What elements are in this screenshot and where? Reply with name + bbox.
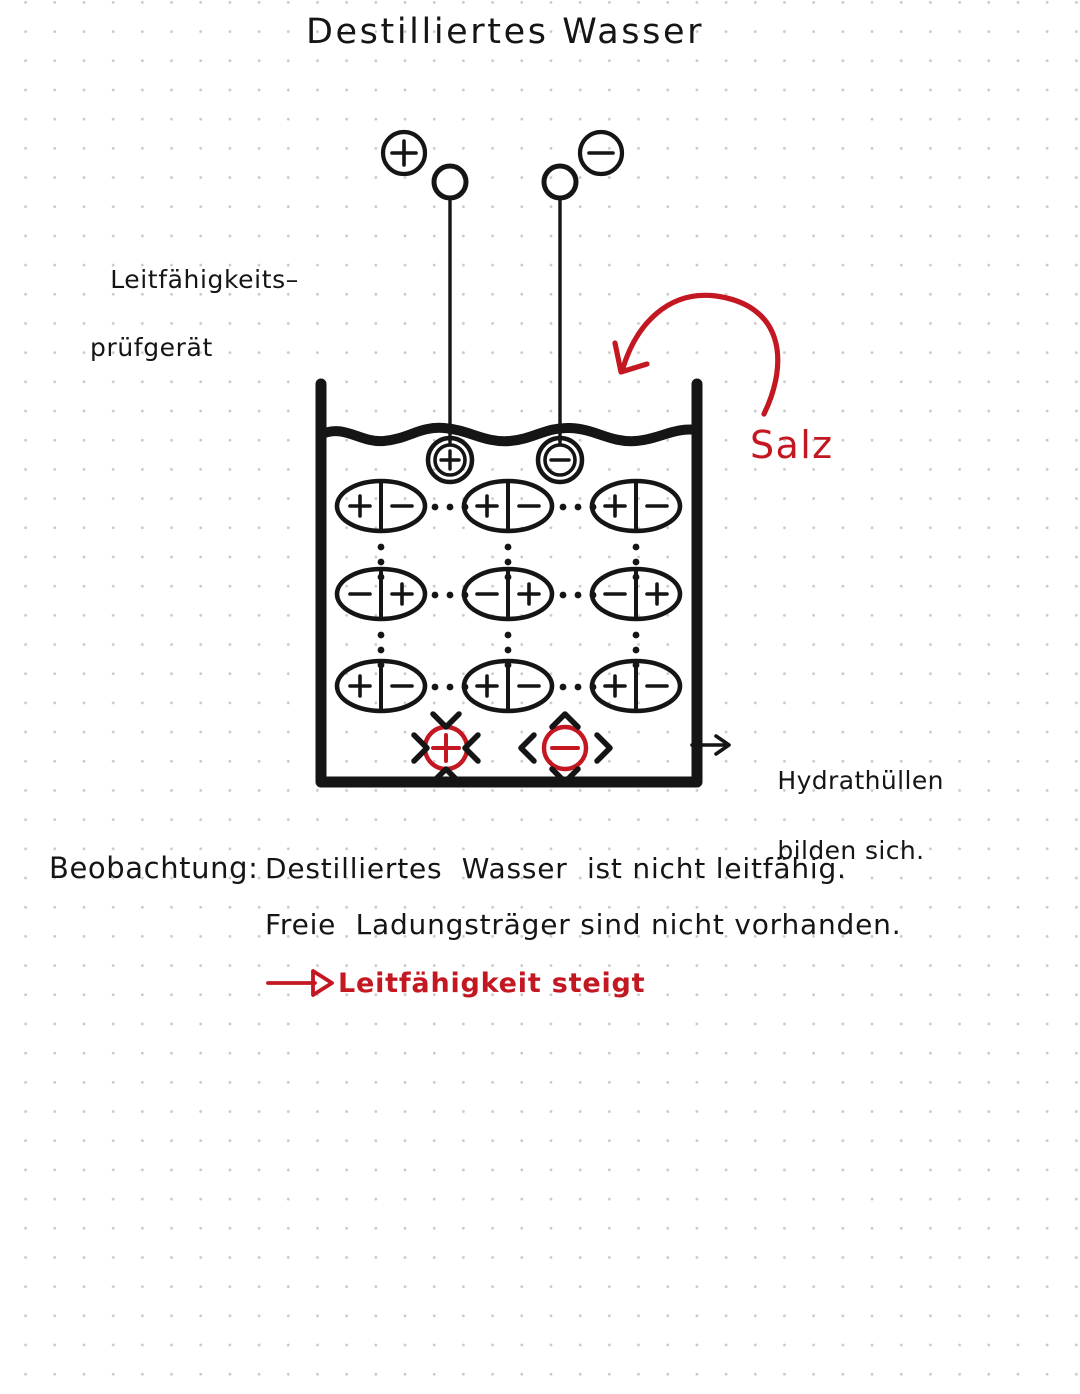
electrode-positive[interactable]	[425, 163, 475, 485]
salt-label: Salz	[750, 423, 834, 467]
ion-pair	[461, 658, 555, 714]
lattice-bond-dots	[431, 591, 597, 599]
ion-pair	[334, 478, 428, 534]
hydrated-cation	[411, 711, 481, 785]
hydration-label-line2: bilden sich.	[777, 836, 925, 865]
observation-heading: Beobachtung:	[49, 851, 259, 885]
lattice-bond-dots-vertical	[377, 631, 640, 669]
conclusion-arrow	[266, 969, 334, 997]
lattice-bond-dots	[431, 503, 597, 511]
ion-pair	[589, 658, 683, 714]
tester-label-line2: prüfgerät	[90, 333, 213, 362]
conclusion-text: Leitfähigkeit steigt	[338, 968, 646, 999]
conductivity-tester-label: Leitfähigkeits– prüfgerät	[76, 229, 299, 433]
tester-label-line1: Leitfähigkeits–	[110, 265, 299, 294]
hydration-arrowheads-outward	[518, 711, 613, 785]
hydrated-anion	[518, 711, 613, 785]
hydration-shell-label: Hydrathüllen bilden sich.	[744, 728, 944, 903]
electrode-negative[interactable]	[535, 163, 585, 485]
beaker	[315, 378, 703, 788]
ion-pair	[334, 658, 428, 714]
observation-line-2: Freie Ladungsträger sind nicht vorhanden…	[265, 908, 902, 941]
lattice-bond-dots-vertical	[377, 543, 640, 581]
hydration-label-line1: Hydrathüllen	[777, 766, 944, 795]
terminal-positive-symbol	[380, 129, 428, 177]
ion-pair	[461, 566, 555, 622]
lattice-row-1	[334, 478, 683, 534]
ion-pair	[589, 478, 683, 534]
lattice-row-2	[334, 566, 683, 622]
page-title: Destilliertes Wasser	[306, 12, 705, 52]
water-surface-line	[317, 422, 702, 447]
ion-pair	[334, 566, 428, 622]
hydration-pointer-arrow	[690, 734, 731, 756]
observation-line-1: Destilliertes Wasser ist nicht leitfähig…	[265, 852, 847, 885]
terminal-negative-symbol	[577, 129, 625, 177]
salt-arrow	[612, 292, 781, 417]
lattice-row-3	[334, 658, 683, 714]
hydration-arrowheads-inward	[411, 711, 481, 785]
ion-pair	[461, 478, 555, 534]
ion-pair	[589, 566, 683, 622]
electrode-positive-tip-symbol	[439, 449, 461, 471]
lattice-bond-dots	[431, 683, 597, 691]
